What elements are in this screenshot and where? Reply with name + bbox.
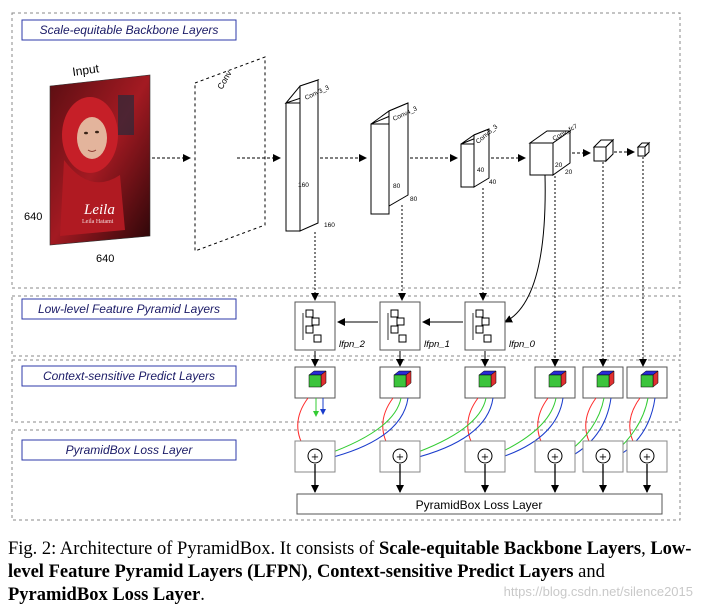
input-label: Input <box>71 61 100 79</box>
conv5-3-depth: 40 <box>489 179 497 186</box>
conv-fc7-depth: 20 <box>565 169 573 176</box>
cpm-module-6 <box>626 366 668 399</box>
lfpn-module-0 <box>464 301 506 351</box>
fc7-to-lfpn0-connector <box>504 174 546 323</box>
conv-fc7-height: 20 <box>555 162 563 169</box>
cpm-module-4 <box>534 366 576 399</box>
poster-title-text: Leila <box>83 202 115 218</box>
sum-nodes: + + + + + + <box>294 440 668 473</box>
conv3-3-depth: 160 <box>324 222 335 229</box>
input-width-label: 640 <box>24 211 42 223</box>
cpm-module-2 <box>379 366 421 399</box>
backbone-section-label: Scale-equitable Backbone Layers <box>40 23 219 37</box>
poster-subtitle-text: Leila Hatami <box>82 219 114 225</box>
cpm-module-3 <box>464 366 506 399</box>
lfpn-section-box <box>11 295 681 357</box>
loss-section-box <box>11 429 681 521</box>
lfpn-1-label: lfpn_1 <box>424 339 450 350</box>
backbone-section-box <box>11 12 681 289</box>
watermark-url: https://blog.csdn.net/silence2015 <box>503 584 693 599</box>
cpm-module-1 <box>294 366 336 399</box>
conv7-block <box>636 141 651 158</box>
svg-text:+: + <box>551 452 559 463</box>
svg-text:+: + <box>481 452 489 463</box>
lfpn-module-1 <box>379 301 421 351</box>
lfpn-module-2 <box>294 301 336 351</box>
input-image: Leila Leila Hatami <box>49 74 151 246</box>
conv4-3-height: 80 <box>393 183 401 190</box>
conv3-3-block <box>284 78 320 232</box>
sum-node-1: + <box>294 440 336 473</box>
cpm-module-5 <box>582 366 624 399</box>
conv3-3-height: 160 <box>298 182 309 189</box>
input-height-label: 640 <box>96 253 114 265</box>
conv5-3-height: 40 <box>477 167 485 174</box>
conv4-3-depth: 80 <box>410 196 418 203</box>
conv-fc7-block <box>528 130 572 176</box>
conv-label: Conv <box>215 68 234 91</box>
conv4-3-block <box>370 102 409 215</box>
svg-text:+: + <box>311 452 319 463</box>
lfpn-2-label: lfpn_2 <box>339 339 366 350</box>
figure-caption: Fig. 2: Architecture of PyramidBox. It c… <box>8 539 692 605</box>
lfpn-0-label: lfpn_0 <box>509 339 536 350</box>
svg-text:+: + <box>599 452 607 463</box>
pyramidbox-loss-box <box>296 493 663 515</box>
svg-text:+: + <box>643 452 651 463</box>
conv-layer-block <box>194 56 266 252</box>
pyramidbox-loss-box-label: PyramidBox Loss Layer <box>416 498 543 512</box>
cpm-section-box <box>11 359 681 423</box>
conv5-3-block <box>460 128 490 188</box>
svg-text:+: + <box>396 452 404 463</box>
sum-to-loss-arrows <box>311 464 651 493</box>
loss-section-label: PyramidBox Loss Layer <box>66 443 194 457</box>
lfpn-section-label: Low-level Feature Pyramid Layers <box>38 302 220 316</box>
sum-node-2: + <box>379 440 421 473</box>
pyramidbox-architecture-diagram: Scale-equitable Backbone Layers Low-leve… <box>11 12 681 521</box>
cpm-section-label: Context-sensitive Predict Layers <box>43 369 215 383</box>
conv6-block <box>592 138 615 163</box>
cpm-modules <box>294 366 668 399</box>
